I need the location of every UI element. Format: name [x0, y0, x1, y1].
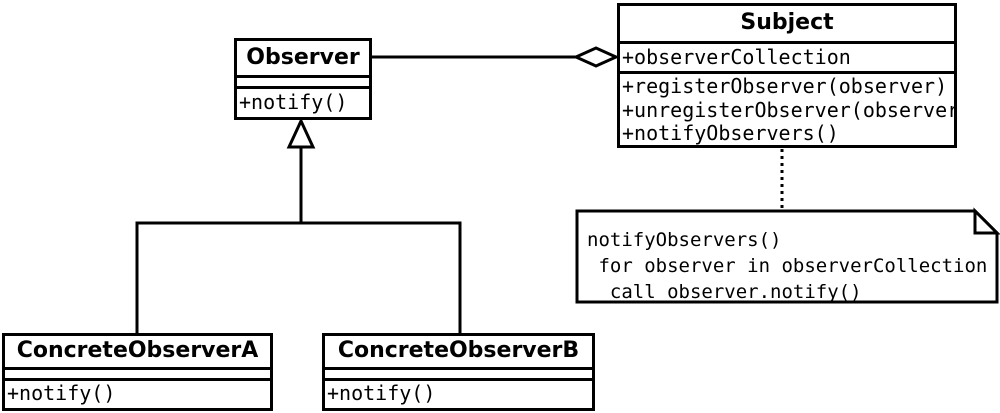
class-methods: +registerObserver(observer) +unregisterO…	[620, 74, 954, 145]
class-box-observer: Observer +notify()	[234, 38, 372, 120]
method-entry: +notify()	[327, 381, 436, 405]
class-attributes: +observerCollection	[620, 44, 954, 74]
method-entry: +notifyObservers()	[622, 121, 839, 145]
class-attributes-empty	[237, 78, 369, 89]
class-box-concrete-observer-b: ConcreteObserverB +notify()	[322, 333, 595, 411]
class-box-concrete-observer-a: ConcreteObserverA +notify()	[2, 333, 273, 411]
method-entry: +notify()	[239, 90, 348, 114]
class-title: ConcreteObserverA	[5, 336, 270, 370]
generalization-branch-line	[135, 221, 462, 336]
class-methods: +notify()	[325, 381, 592, 408]
class-attributes-empty	[5, 370, 270, 381]
note-line: call observer.notify()	[587, 281, 862, 303]
note-fold-icon	[973, 207, 1000, 235]
class-title: Observer	[237, 41, 369, 78]
class-box-subject: Subject +observerCollection +registerObs…	[617, 3, 957, 148]
note-line: for observer in observerCollection	[587, 255, 988, 277]
attribute-entry: +observerCollection	[622, 45, 851, 69]
method-entry: +unregisterObserver(observer)	[622, 97, 954, 122]
note-pseudocode: notifyObservers() for observer in observ…	[577, 211, 998, 303]
aggregation-diamond-icon	[572, 46, 620, 68]
class-title: ConcreteObserverB	[325, 336, 592, 370]
method-entry: +notify()	[7, 381, 116, 405]
generalization-triangle-icon	[286, 117, 316, 149]
class-attributes-empty	[325, 370, 592, 381]
class-title: Subject	[620, 6, 954, 44]
method-entry: +registerObserver(observer)	[622, 74, 948, 98]
note-line: notifyObservers()	[587, 229, 782, 251]
class-methods: +notify()	[237, 89, 369, 117]
note-shape	[575, 209, 999, 304]
class-methods: +notify()	[5, 381, 270, 408]
